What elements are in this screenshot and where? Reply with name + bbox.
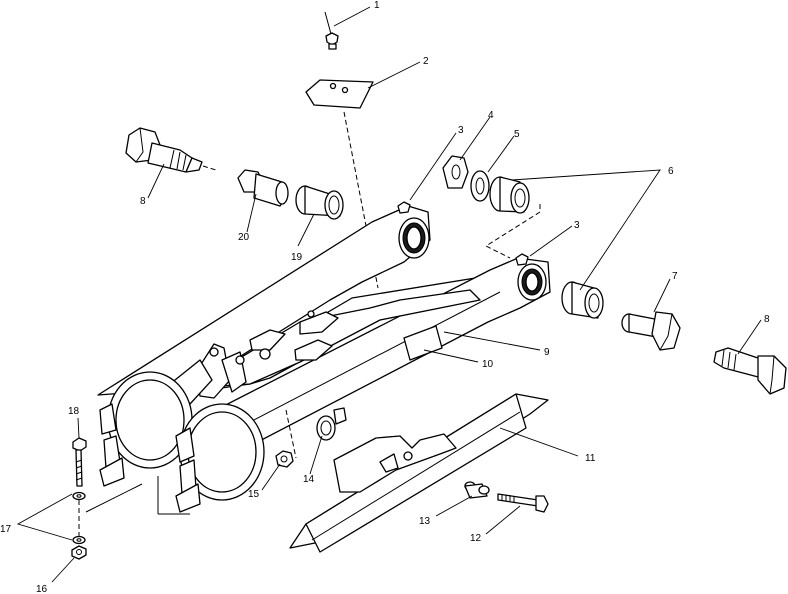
bolt-part-12: [497, 493, 549, 513]
mount-plate-part-2: [305, 79, 374, 109]
flanged-bushing-part-19: [295, 185, 344, 220]
nut-part-15: [275, 450, 294, 468]
callout-17: 17: [0, 524, 12, 535]
swing-arm-frame-part-9: [97, 201, 551, 471]
callout-11: 11: [585, 453, 596, 464]
callout-10: 10: [482, 359, 494, 370]
callout-12: 12: [470, 533, 482, 544]
grease-fitting-part-1: [324, 11, 339, 50]
callout-13: 13: [419, 516, 431, 527]
callout-labels: 1 2 3 3 4 5 6 7 8 8 9 10 11 12 13 14 15 …: [0, 0, 770, 594]
bolt-part-18: [72, 437, 87, 487]
callout-2: 2: [423, 56, 429, 67]
callout-5: 5: [514, 129, 520, 140]
callout-16: 16: [36, 584, 48, 594]
hex-bushing-part-20: [237, 169, 289, 207]
callout-3-lower: 3: [574, 220, 580, 231]
callout-20: 20: [238, 232, 250, 243]
callout-4: 4: [488, 110, 494, 121]
bushing-part-6-upper: [489, 176, 530, 214]
callout-19: 19: [291, 252, 303, 263]
callout-15: 15: [248, 489, 260, 500]
chain-slide-mount-part-14: [316, 407, 347, 441]
washers-part-17: [72, 491, 86, 545]
chain-guard-part-11: [289, 393, 549, 553]
axle-clamp-rings: [99, 371, 265, 513]
spacer-part-13: [464, 481, 490, 499]
callout-18: 18: [68, 406, 80, 417]
callout-7: 7: [672, 271, 678, 282]
pivot-bolt-part-8-left: [125, 127, 203, 173]
bushing-part-6-lower: [561, 281, 604, 319]
callout-8-right: 8: [764, 314, 770, 325]
callout-6: 6: [668, 166, 674, 177]
washer-part-5: [470, 170, 490, 202]
leader-lines: [16, 6, 762, 583]
bolt-part-7: [621, 311, 681, 351]
callout-1: 1: [374, 0, 380, 11]
callout-9: 9: [544, 347, 550, 358]
nut-part-4: [442, 155, 469, 189]
callout-3-upper: 3: [458, 125, 464, 136]
pivot-bolt-part-8-right: [713, 347, 787, 395]
callout-8-left: 8: [140, 196, 146, 207]
callout-14: 14: [303, 474, 315, 485]
nut-part-16: [71, 545, 87, 560]
